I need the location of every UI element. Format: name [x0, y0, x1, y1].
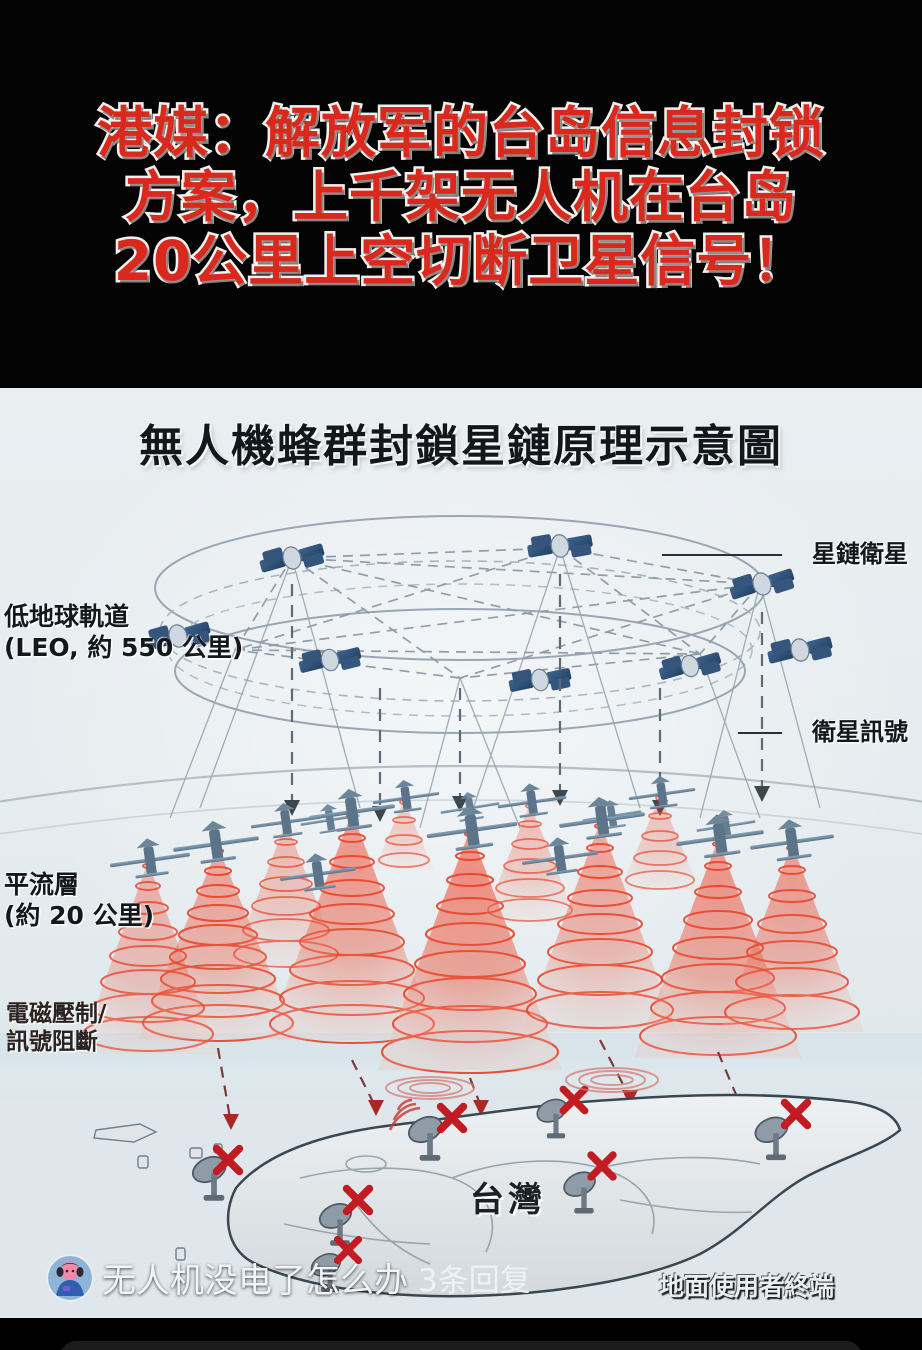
label-starlink-satellite: 星鏈衛星: [812, 540, 908, 568]
label-ground-user-terminal: 地面使用者終端: [658, 1272, 834, 1301]
label-satellite-signal: 衛星訊號: [812, 718, 908, 746]
label-low-earth-orbit: 低地球軌道 (LEO, 約 550 公里): [4, 602, 244, 662]
comment-text: 无人机没电了怎么办: [102, 1261, 408, 1301]
leader-line-satellite: [662, 554, 782, 556]
leader-line-signal: [738, 732, 782, 734]
diagram-artwork: [0, 515, 922, 1298]
comment-overlay[interactable]: 无人机没电了怎么办 3条回复: [48, 1253, 531, 1302]
bottom-sheet-handle[interactable]: [60, 1341, 862, 1350]
diagram-title: 無人機蜂群封鎖星鏈原理示意圖: [139, 421, 783, 472]
user-avatar[interactable]: [48, 1255, 92, 1300]
headline-line-1: 港媒：解放军的台岛信息封锁: [94, 100, 826, 165]
label-stratosphere: 平流層 (約 20 公里): [4, 870, 155, 930]
headline-banner: 港媒：解放军的台岛信息封锁 方案，上千架无人机在台岛 20公里上空切断卫星信号！: [0, 0, 922, 388]
headline-line-2: 方案，上千架无人机在台岛: [122, 164, 798, 229]
label-electromagnetic-suppression: 電磁壓制/ 訊號阻斷: [6, 1001, 107, 1056]
headline-line-3: 20公里上空切断卫星信号！: [111, 229, 810, 294]
infographic-diagram: 無人機蜂群封鎖星鏈原理示意圖 低地球軌道 (LEO, 約 550 公里) 平流層…: [0, 388, 922, 1318]
comment-reply-count[interactable]: 3条回复: [418, 1263, 531, 1299]
label-taiwan: 台灣: [470, 1180, 546, 1220]
